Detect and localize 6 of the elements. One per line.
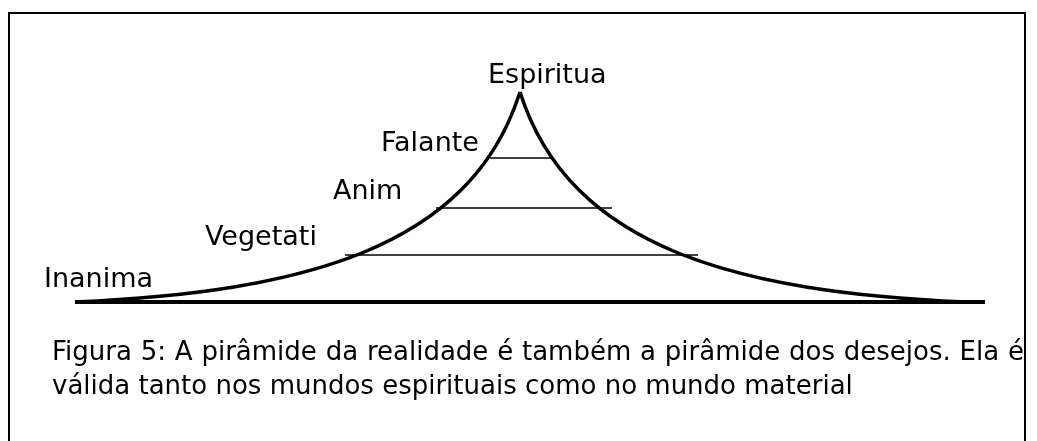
level-label: Vegetati <box>205 220 317 252</box>
level-label: Espiritua <box>488 58 607 90</box>
level-label: Falante <box>381 126 479 158</box>
level-label: Anim <box>333 174 403 206</box>
level-label: Inanima <box>44 262 154 294</box>
figure-caption: Figura 5: A pirâmide da realidade é também a pirâmide dos desejos. Ela é válida tanto nos mundos espirituais como no mundo material <box>52 335 1024 402</box>
